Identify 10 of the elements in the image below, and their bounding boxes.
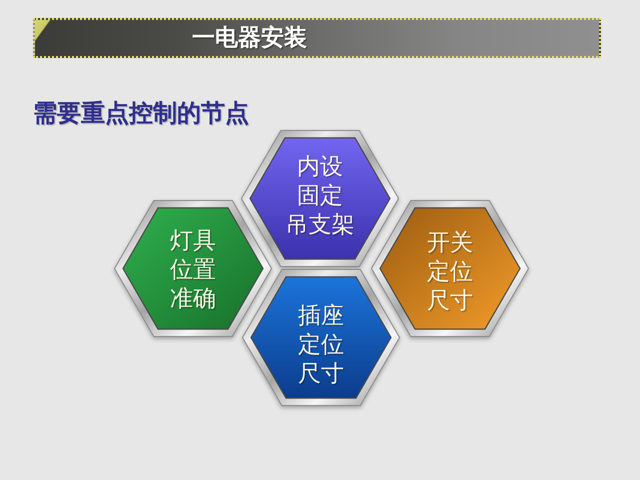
hexagon xyxy=(371,200,529,337)
hexagon-label: 内设固定吊支架 xyxy=(286,153,354,240)
subheading: 需要重点控制的节点 xyxy=(33,98,249,128)
hexagon xyxy=(242,269,400,406)
hexagon xyxy=(114,200,272,337)
hexagon-label: 开关定位尺寸 xyxy=(427,229,473,316)
hexagon-label: 插座定位尺寸 xyxy=(298,302,344,389)
hexagon xyxy=(241,130,399,267)
title: 一电器安装 xyxy=(192,24,307,52)
hexagon-label: 灯具位置准确 xyxy=(170,227,216,314)
